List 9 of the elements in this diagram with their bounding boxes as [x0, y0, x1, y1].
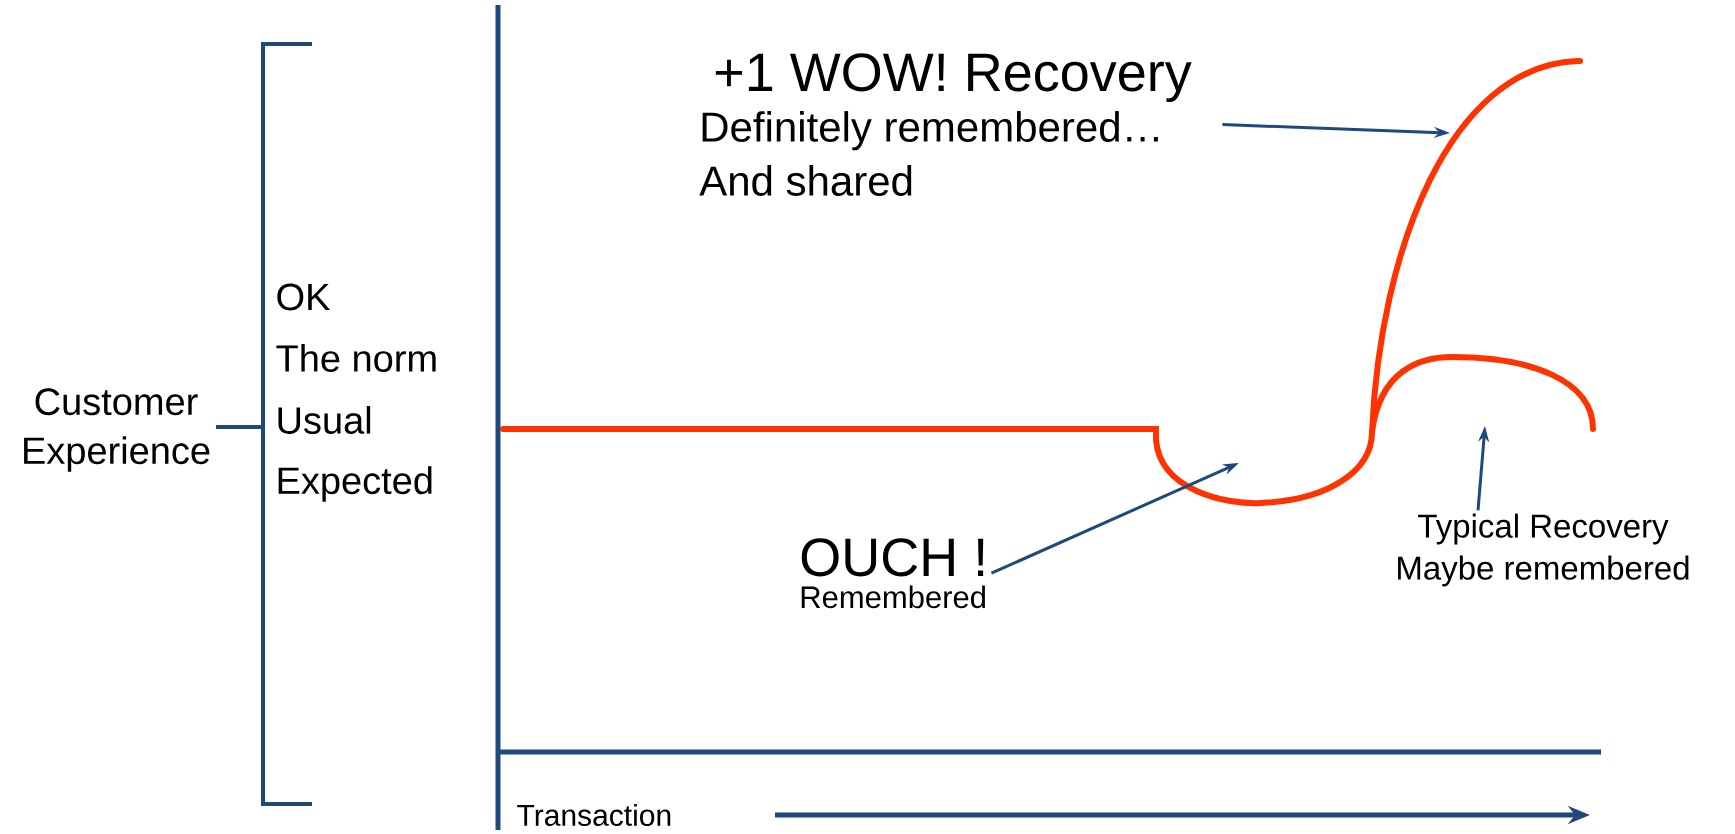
annotation-text: Typical Recovery Maybe remembered: [1398, 513, 1689, 587]
annotation-text: +1 WOW! Recovery Definitely remembered… And shared: [699, 53, 1192, 196]
axis-label: OK: [277, 283, 331, 311]
axis-label: Usual: [278, 406, 371, 434]
axis-label: Expected: [278, 466, 432, 502]
axis-label: Transaction: [517, 804, 671, 826]
axis-label: Customer Experience: [24, 388, 210, 472]
axis-label: The norm: [276, 344, 436, 372]
annotation-text: OUCH ! Remembered: [801, 538, 985, 609]
